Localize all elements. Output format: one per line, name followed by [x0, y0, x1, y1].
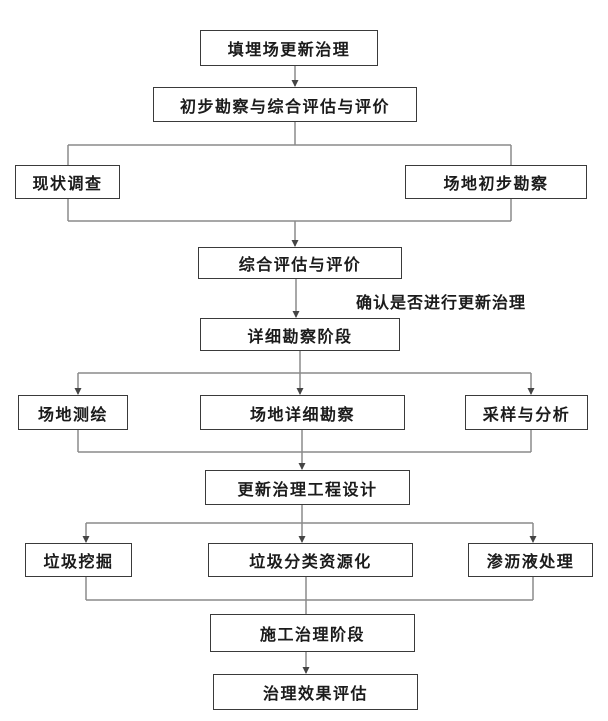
node-leachate-treatment: 渗沥液处理: [468, 543, 593, 577]
arrowhead-icon: [527, 388, 535, 395]
node-effect-evaluation: 治理效果评估: [213, 674, 418, 710]
node-current-status-survey: 现状调查: [15, 165, 120, 199]
arrowhead-icon: [82, 536, 90, 543]
node-landfill-renewal: 填埋场更新治理: [200, 30, 378, 66]
arrowhead-icon: [292, 311, 300, 318]
node-sampling-analysis: 采样与分析: [465, 395, 588, 430]
node-waste-excavation: 垃圾挖掘: [25, 543, 132, 577]
arrowhead-icon: [291, 80, 299, 87]
node-waste-sorting-recycling: 垃圾分类资源化: [208, 543, 413, 577]
arrowhead-icon: [74, 388, 82, 395]
edge-annotation-confirm-renewal: 确认是否进行更新治理: [356, 295, 527, 312]
arrowhead-icon: [302, 667, 310, 674]
arrowhead-icon: [291, 240, 299, 247]
node-construction-stage: 施工治理阶段: [210, 614, 415, 652]
node-comprehensive-eval: 综合评估与评价: [198, 247, 402, 279]
arrowhead-icon: [296, 388, 304, 395]
arrowhead-icon: [298, 536, 306, 543]
node-site-preliminary-survey: 场地初步勘察: [405, 165, 587, 199]
arrowhead-icon: [529, 536, 537, 543]
node-site-mapping: 场地测绘: [18, 395, 128, 430]
node-renewal-engineering-design: 更新治理工程设计: [205, 470, 410, 505]
node-site-detailed-survey: 场地详细勘察: [200, 395, 405, 430]
arrowhead-icon: [298, 463, 306, 470]
node-preliminary-survey-eval: 初步勘察与综合评估与评价: [153, 87, 417, 122]
node-detailed-survey-stage: 详细勘察阶段: [200, 318, 400, 351]
